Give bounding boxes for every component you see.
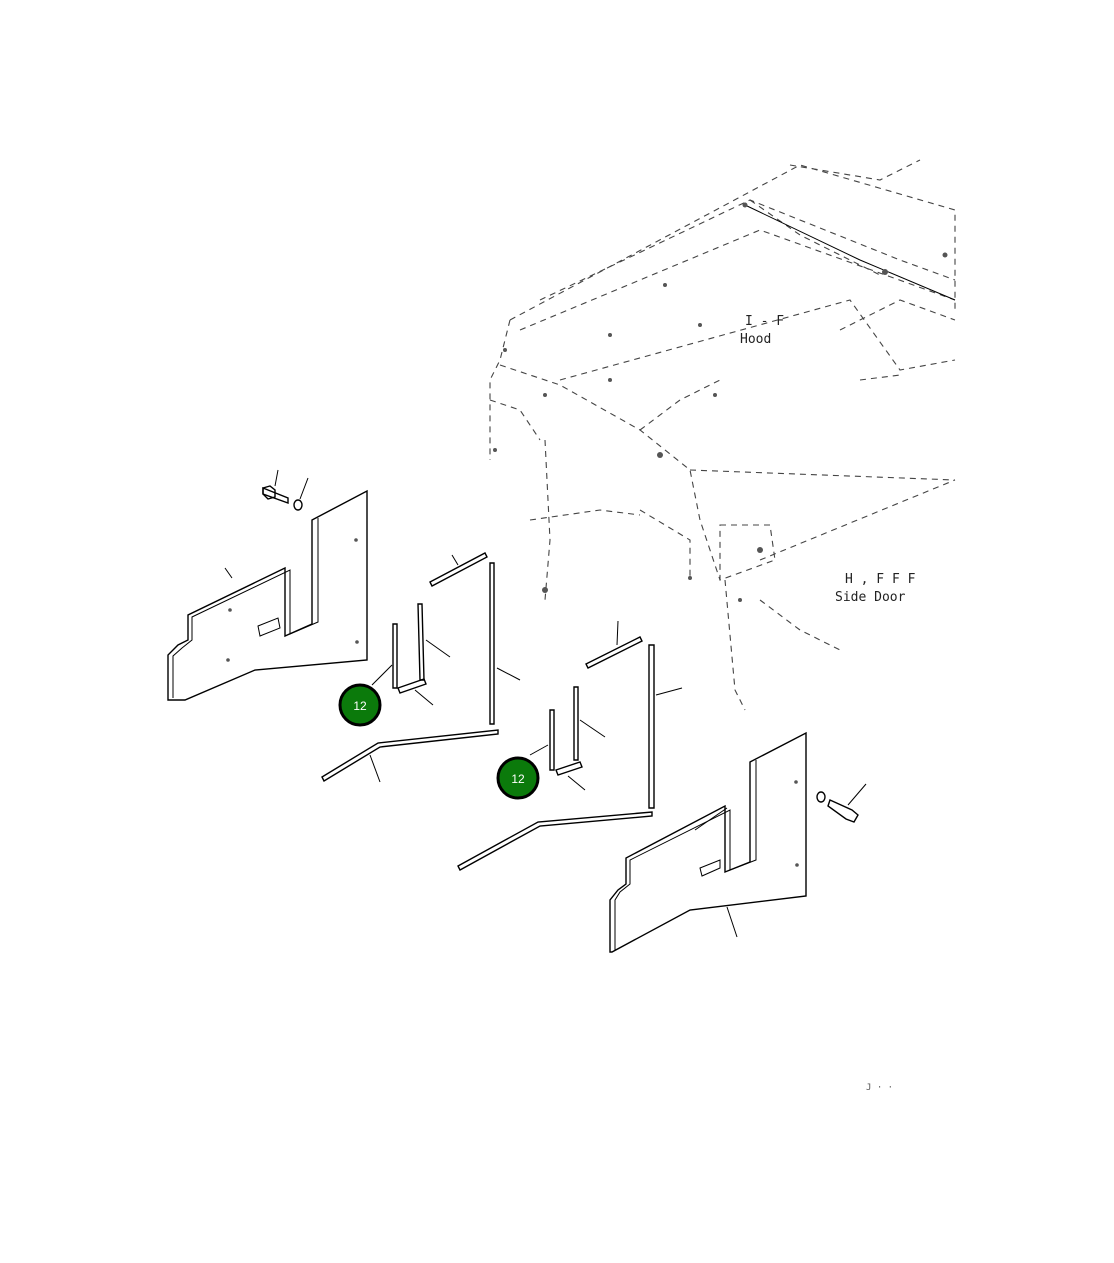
callout-12-left-number: 12 [353,699,367,713]
side-door-label-line2: Side Door [835,590,906,605]
hood-label-line1: I - F [745,314,784,329]
right-bolt [827,783,867,823]
machine-body-ghost [489,159,956,711]
callout-12-right-number: 12 [511,772,525,786]
hood-label-line2: Hood [740,332,771,347]
side-door-label-line1: H , F F F [845,572,916,587]
left-side-panel [167,489,368,701]
left-washer [293,477,309,511]
callout-12-right[interactable]: 12 [496,756,540,800]
figure-reference: J · · [866,1083,893,1093]
callout-12-left[interactable]: 12 [338,683,382,727]
left-bolt [262,469,289,504]
right-washer [816,791,826,803]
right-side-panel [609,731,807,953]
left-seal-strips [321,552,521,783]
right-seal-strips [457,620,683,871]
